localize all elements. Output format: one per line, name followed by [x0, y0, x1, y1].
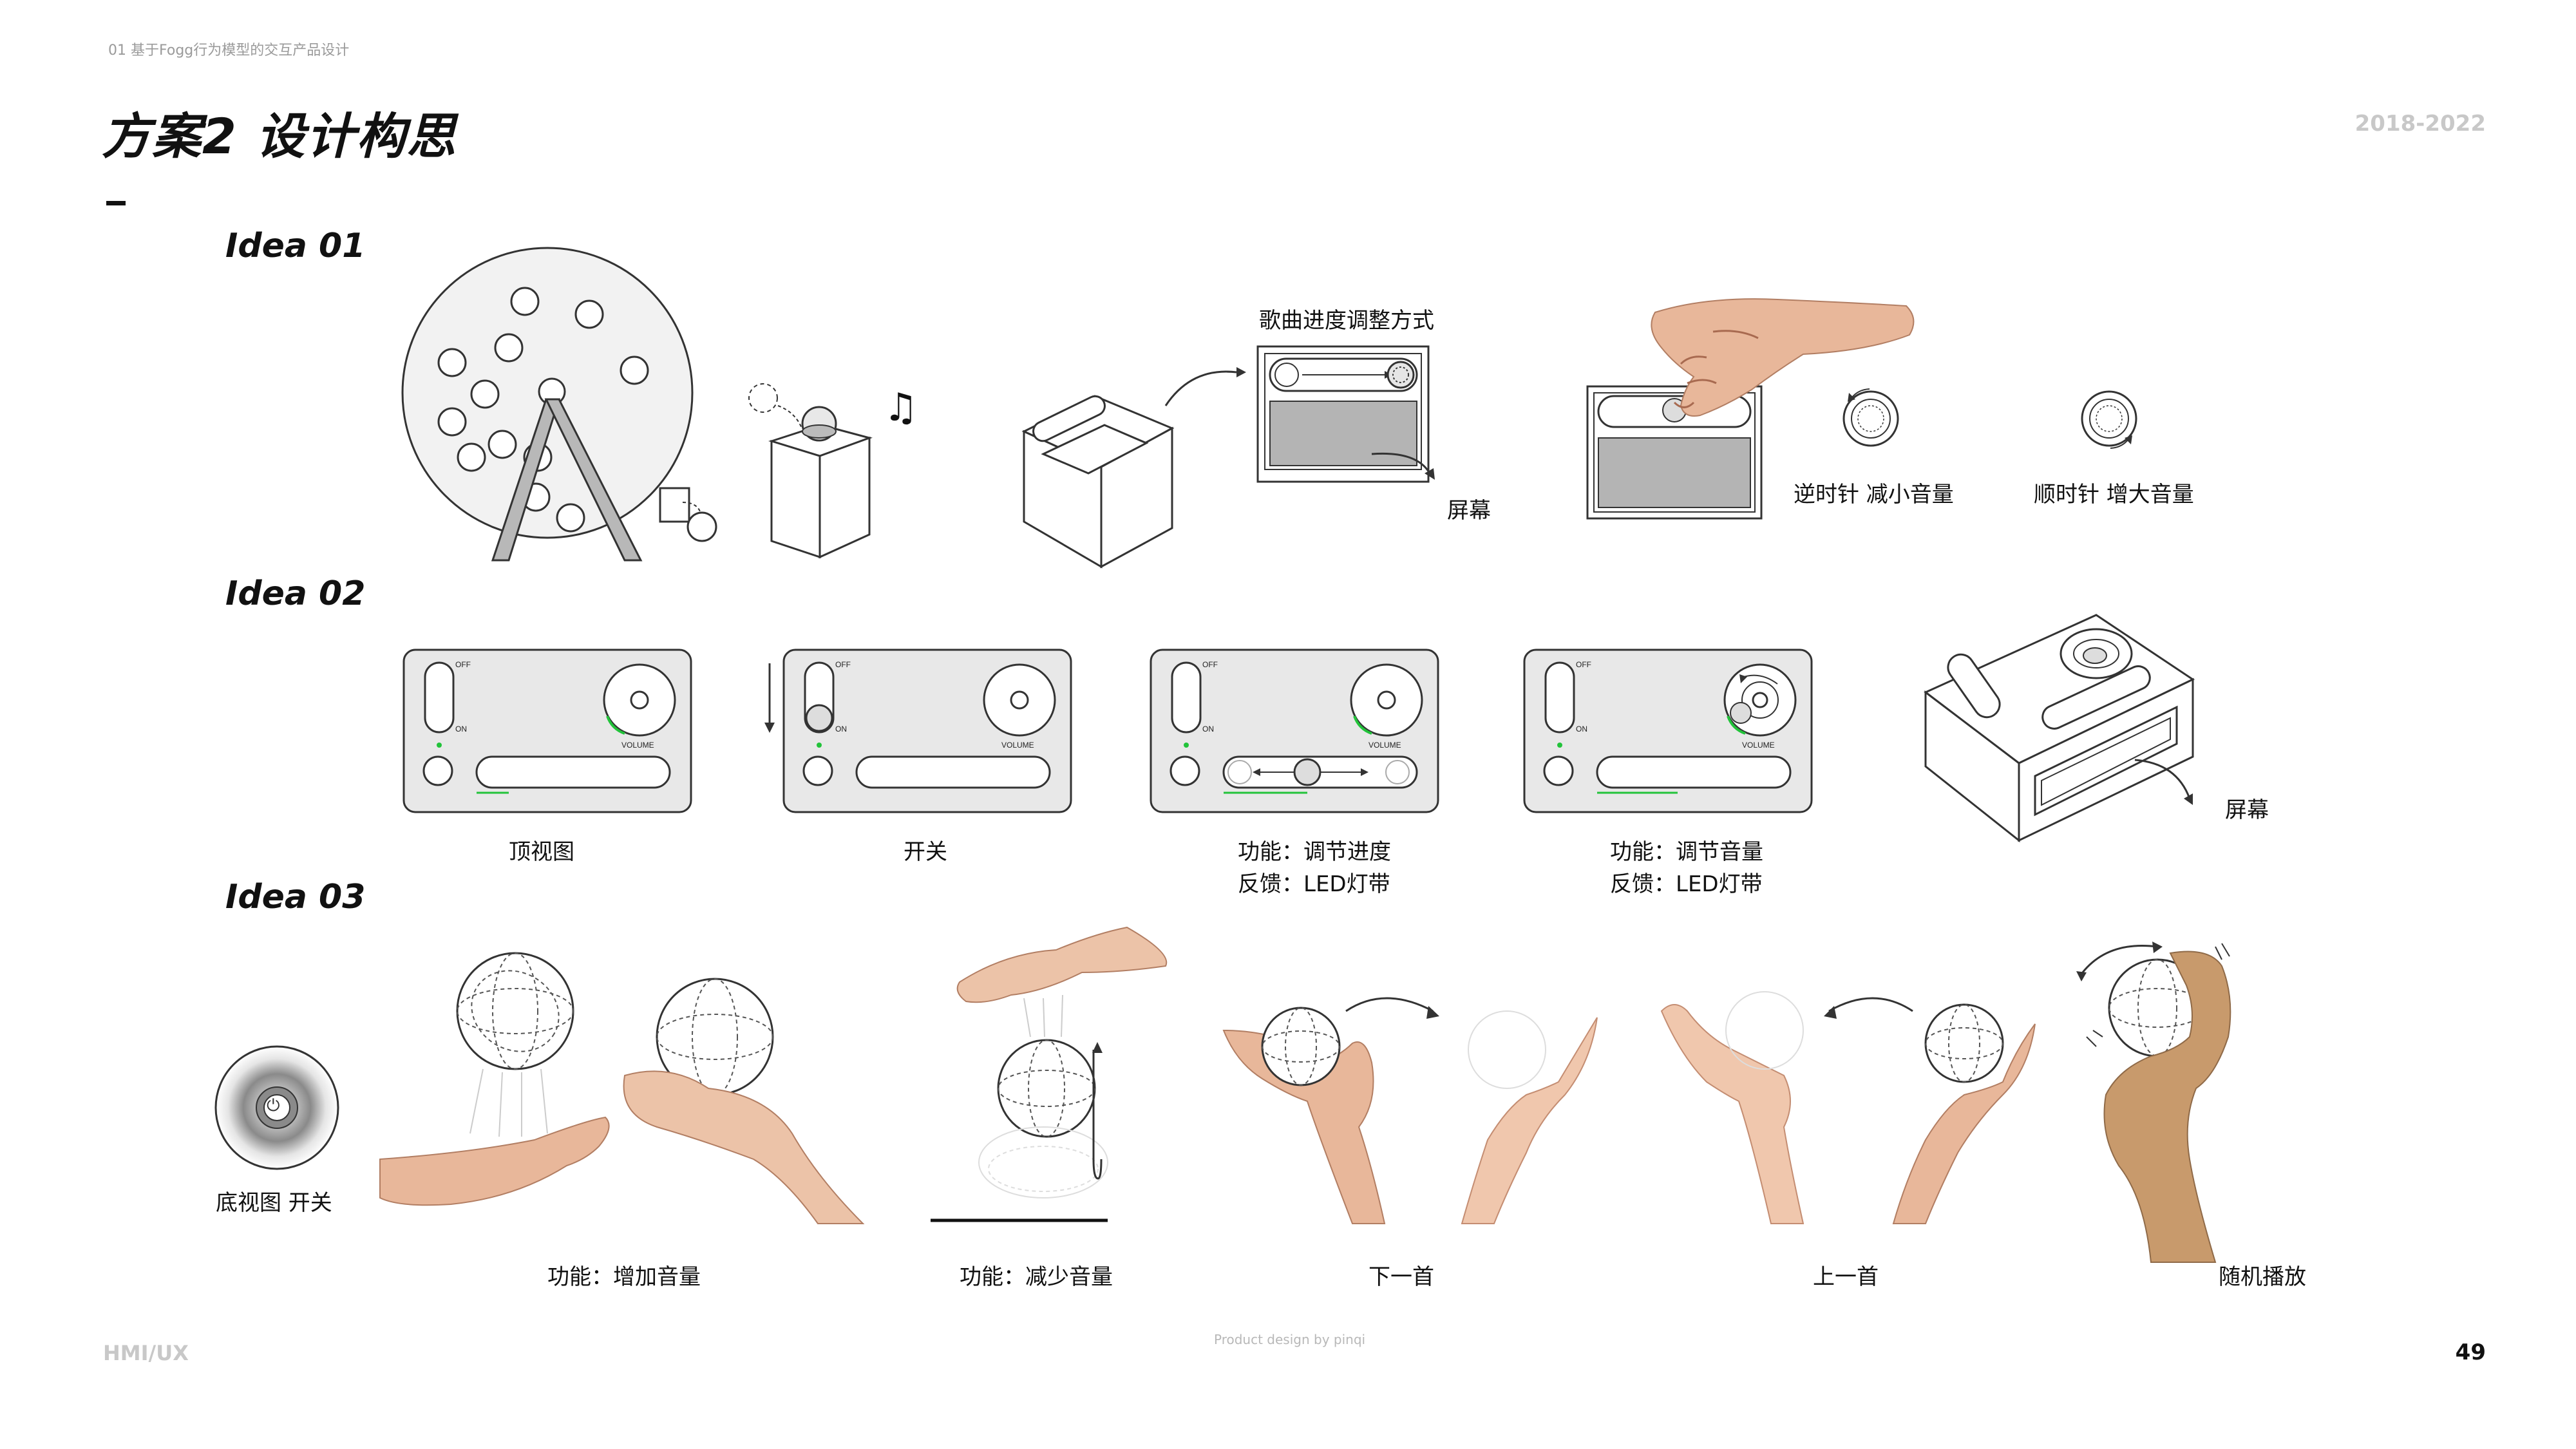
volume-label: VOLUME	[621, 741, 654, 750]
progress-feedback-caption: 反馈：LED灯带	[1238, 871, 1390, 897]
device-with-hand-illustration	[1586, 298, 1915, 520]
off-label: OFF	[1576, 660, 1591, 669]
panel-switch: OFF ON VOLUME	[782, 649, 1072, 813]
rotate-counterclockwise-icon	[1842, 388, 1899, 447]
panel-progress: OFF ON VOLUME	[1150, 649, 1439, 813]
increase-volume-caption: 功能：增加音量	[547, 1264, 701, 1290]
decrease-volume-illustration	[931, 926, 1168, 1222]
previous-track-caption: 上一首	[1813, 1264, 1879, 1290]
next-track-illustration	[1222, 997, 1598, 1224]
volume-function-caption: 功能：调节音量	[1610, 839, 1763, 865]
switch-caption: 开关	[904, 839, 947, 865]
open-box-illustration	[1021, 367, 1246, 569]
next-track-caption: 下一首	[1368, 1264, 1434, 1290]
idea-01-heading: Idea 01	[225, 227, 366, 265]
perspective-device-illustration	[1924, 614, 2195, 843]
bottom-view-switch-illustration	[214, 1045, 339, 1170]
volume-label: VOLUME	[1001, 741, 1034, 750]
rotate-clockwise-icon	[2081, 390, 2137, 449]
page-title: 方案2 设计构思	[102, 108, 457, 165]
box-with-ball-illustration	[748, 383, 873, 559]
panel-volume: OFF ON VOLUME	[1523, 649, 1813, 813]
shuffle-illustration	[2076, 942, 2231, 1263]
screen-label-idea02: 屏幕	[2225, 797, 2269, 823]
idea-02-heading: Idea 02	[225, 574, 366, 613]
progress-panel-illustration	[1256, 345, 1435, 483]
previous-track-illustration	[1660, 991, 2036, 1224]
off-label: OFF	[835, 660, 851, 669]
idea-03-heading: Idea 03	[225, 878, 366, 916]
progress-function-caption: 功能：调节进度	[1238, 839, 1391, 865]
bottom-switch-caption: 底视图 开关	[216, 1190, 332, 1216]
power-icon: ⏻	[267, 1096, 280, 1115]
panel-top-view: OFF ON VOLUME	[402, 649, 692, 813]
progress-method-label: 歌曲进度调整方式	[1259, 308, 1434, 334]
music-note-icon: ♫	[884, 385, 918, 430]
increase-volume-illustration	[379, 952, 865, 1224]
title-underline	[106, 201, 126, 205]
counterclockwise-label: 逆时针 减小音量	[1794, 482, 1954, 507]
page-number: 49	[2455, 1340, 2486, 1365]
down-arrow-icon	[764, 663, 775, 733]
on-label: ON	[455, 724, 467, 734]
off-label: OFF	[455, 660, 471, 669]
on-label: ON	[1576, 724, 1587, 734]
screen-label-idea01: 屏幕	[1447, 498, 1491, 524]
volume-label: VOLUME	[1742, 741, 1775, 750]
clockwise-label: 顺时针 增大音量	[2034, 482, 2194, 507]
section-label: 01 基于Fogg行为模型的交互产品设计	[108, 43, 350, 59]
footer-category: HMI/UX	[103, 1341, 189, 1365]
footer-credit: Product design by pinqi	[1214, 1332, 1366, 1347]
year-range: 2018-2022	[2354, 111, 2486, 137]
on-label: ON	[1202, 724, 1214, 734]
lottery-wheel-illustration	[401, 247, 717, 562]
volume-feedback-caption: 反馈：LED灯带	[1610, 871, 1763, 897]
shuffle-caption: 随机播放	[2219, 1264, 2306, 1290]
top-view-caption: 顶视图	[509, 839, 574, 865]
on-label: ON	[835, 724, 847, 734]
decrease-volume-caption: 功能：减少音量	[960, 1264, 1113, 1290]
volume-label: VOLUME	[1368, 741, 1401, 750]
off-label: OFF	[1202, 660, 1218, 669]
